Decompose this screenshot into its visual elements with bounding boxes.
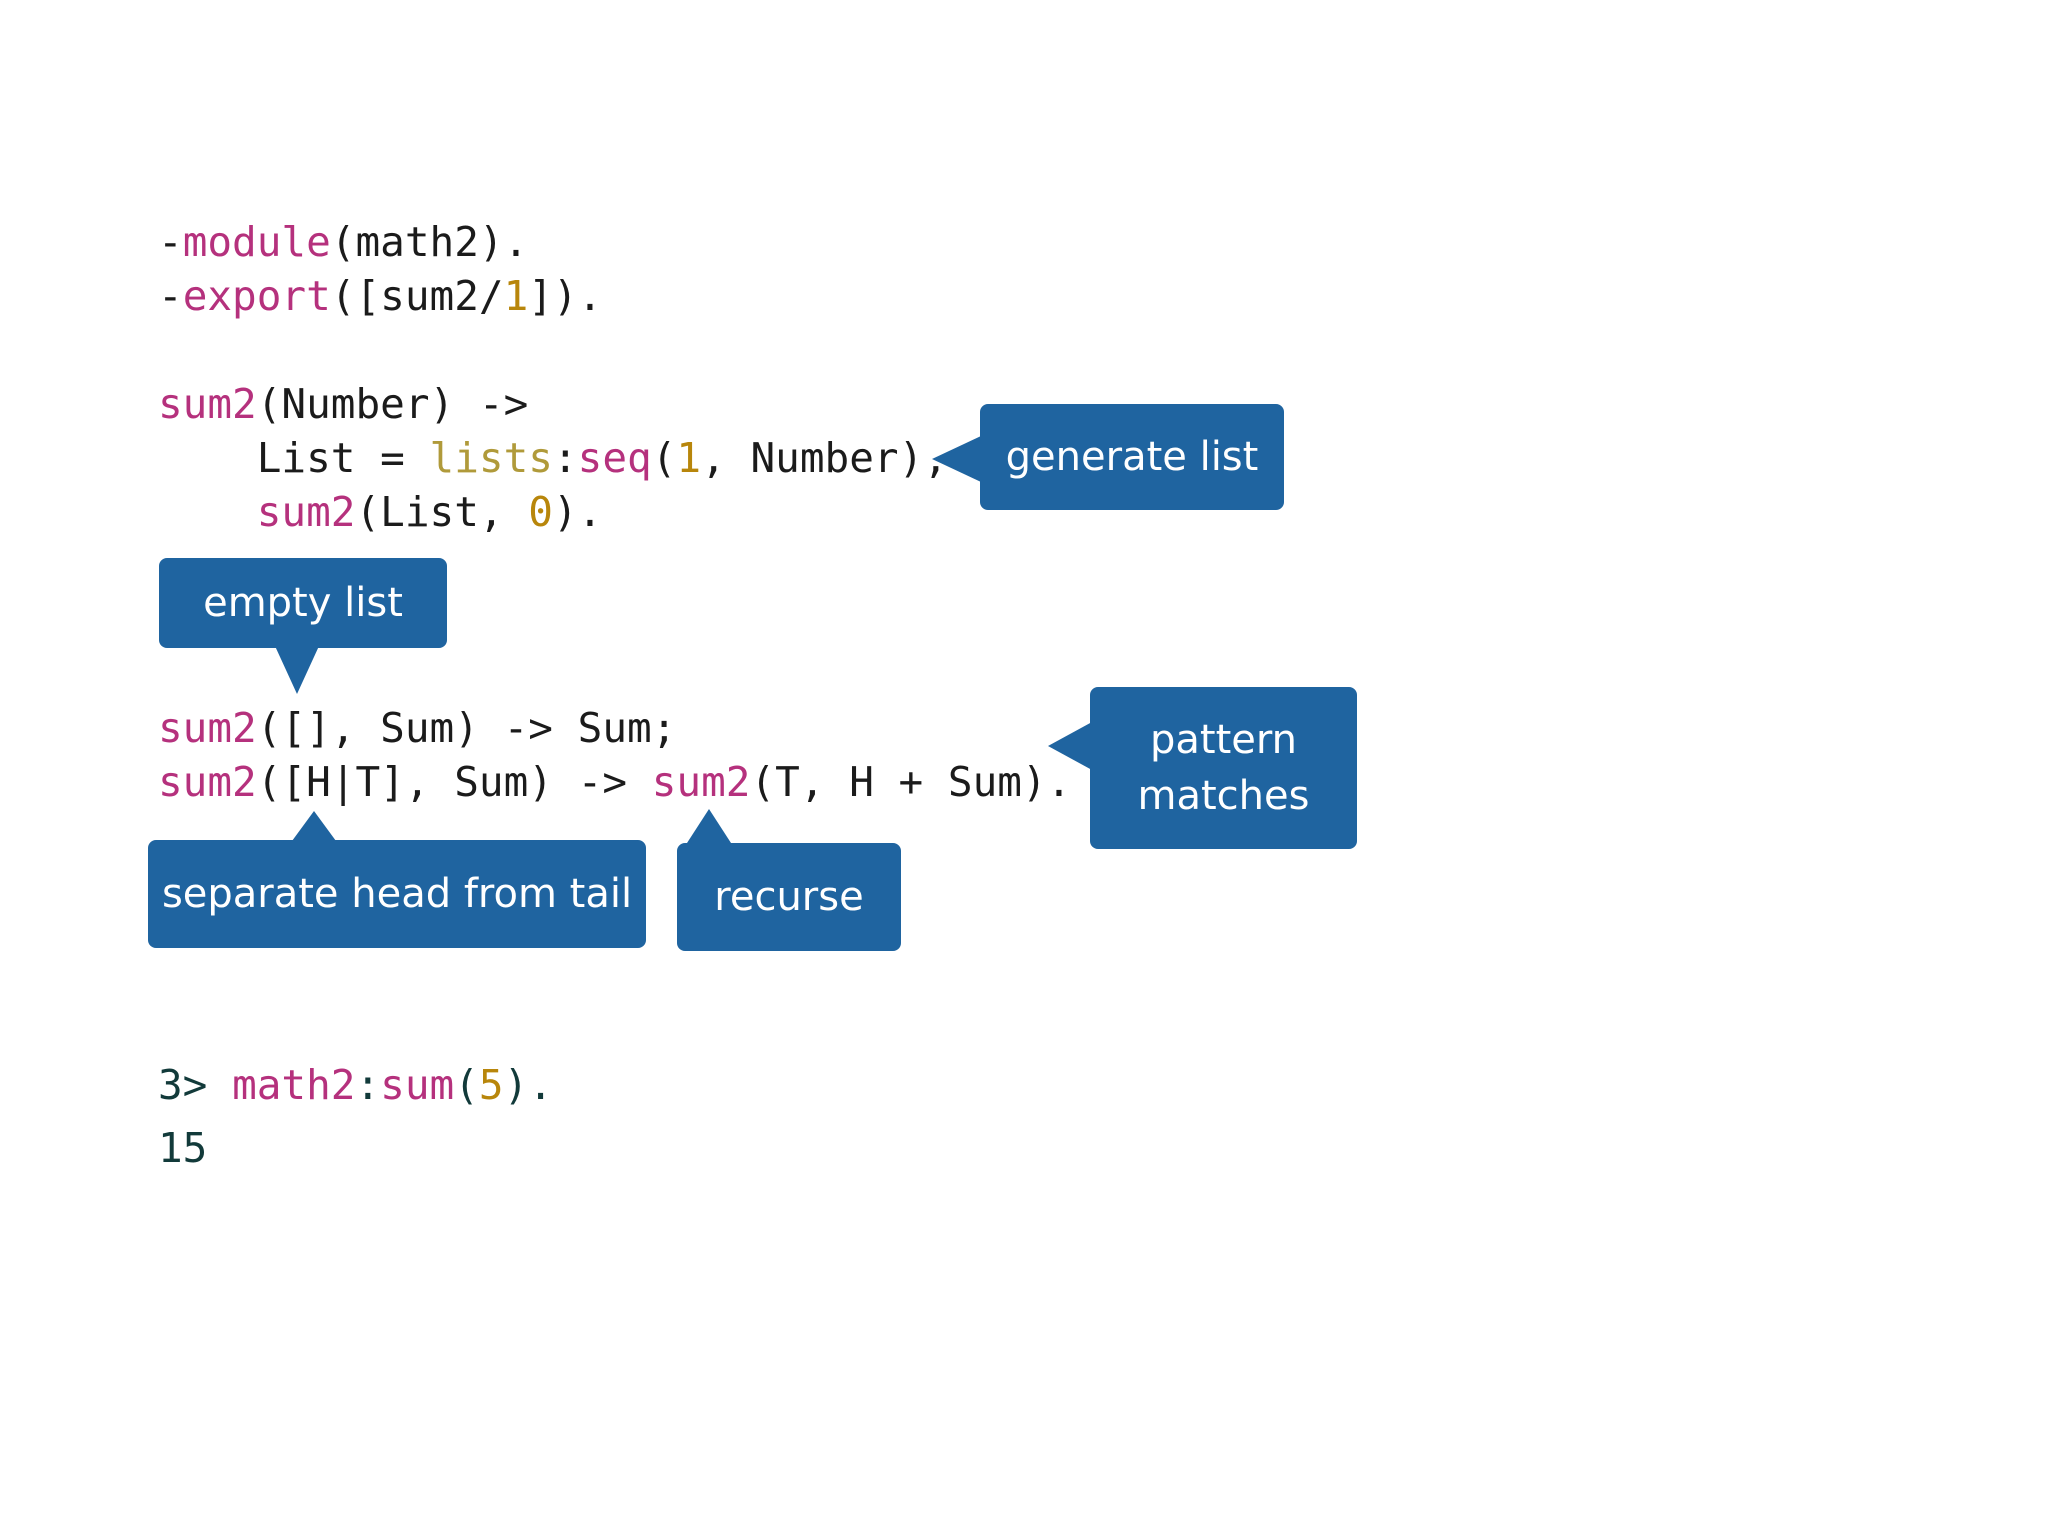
code-token: ([H|T], Sum) -> — [256, 758, 652, 806]
callout-pointer — [932, 436, 981, 482]
code-token: , Number), — [701, 434, 948, 482]
code-line-sum2-head: sum2(Number) -> — [158, 377, 528, 431]
code-function: sum — [380, 1061, 455, 1109]
callout-separate-head-from-tail: separate head from tail — [148, 840, 646, 948]
code-token: ). — [503, 1061, 553, 1109]
code-token: - — [158, 272, 183, 320]
code-token: ]). — [528, 272, 603, 320]
shell-result: 15 — [158, 1124, 208, 1172]
code-line-list-seq: List = lists:seq(1, Number), — [158, 431, 948, 485]
shell-command: 3> math2:sum(5). — [158, 1058, 553, 1112]
code-module: lists — [429, 434, 553, 482]
code-token: ( — [651, 434, 677, 482]
code-token: (List, — [355, 488, 529, 536]
code-function: sum2 — [158, 380, 257, 428]
code-token: (math2). — [330, 218, 529, 266]
code-function: sum2 — [256, 488, 356, 536]
code-indent — [158, 488, 257, 536]
code-module: math2 — [232, 1061, 356, 1109]
code-token: (Number) -> — [256, 380, 529, 428]
code-token: ( — [454, 1061, 479, 1109]
code-token: ([], Sum) -> Sum; — [256, 704, 677, 752]
code-line-module: -module(math2). — [158, 215, 528, 269]
code-function: sum2 — [158, 758, 257, 806]
callout-pattern-matches: pattern matches — [1090, 687, 1357, 849]
code-token: ([sum2/ — [330, 272, 504, 320]
code-token: ). — [552, 488, 603, 536]
callout-pointer — [292, 811, 336, 841]
callout-empty-list: empty list — [159, 558, 447, 648]
code-function: seq — [577, 434, 652, 482]
code-line-sum2-recurse: sum2([H|T], Sum) -> sum2(T, H + Sum). — [158, 755, 1071, 809]
callout-pointer — [687, 809, 731, 843]
code-token: List = — [256, 434, 430, 482]
code-line-export: -export([sum2/1]). — [158, 269, 602, 323]
code-number: 1 — [676, 434, 702, 482]
callout-generate-list: generate list — [980, 404, 1284, 510]
code-line-sum2-empty: sum2([], Sum) -> Sum; — [158, 701, 676, 755]
code-keyword: module — [182, 218, 331, 266]
code-function: sum2 — [158, 704, 257, 752]
code-line-sum2-call: sum2(List, 0). — [158, 485, 603, 539]
callout-pointer — [1048, 722, 1092, 770]
code-indent — [158, 434, 257, 482]
code-token: (T, H + Sum). — [750, 758, 1072, 806]
code-number: 0 — [528, 488, 553, 536]
code-token: : — [355, 1061, 381, 1109]
code-function: sum2 — [651, 758, 751, 806]
callout-recurse: recurse — [677, 843, 901, 951]
shell-prompt: 3> — [158, 1061, 233, 1109]
code-number: 5 — [478, 1061, 504, 1109]
code-keyword: export — [182, 272, 331, 320]
code-token: - — [158, 218, 183, 266]
callout-pointer — [275, 646, 319, 694]
code-token: : — [552, 434, 578, 482]
code-number: 1 — [503, 272, 529, 320]
